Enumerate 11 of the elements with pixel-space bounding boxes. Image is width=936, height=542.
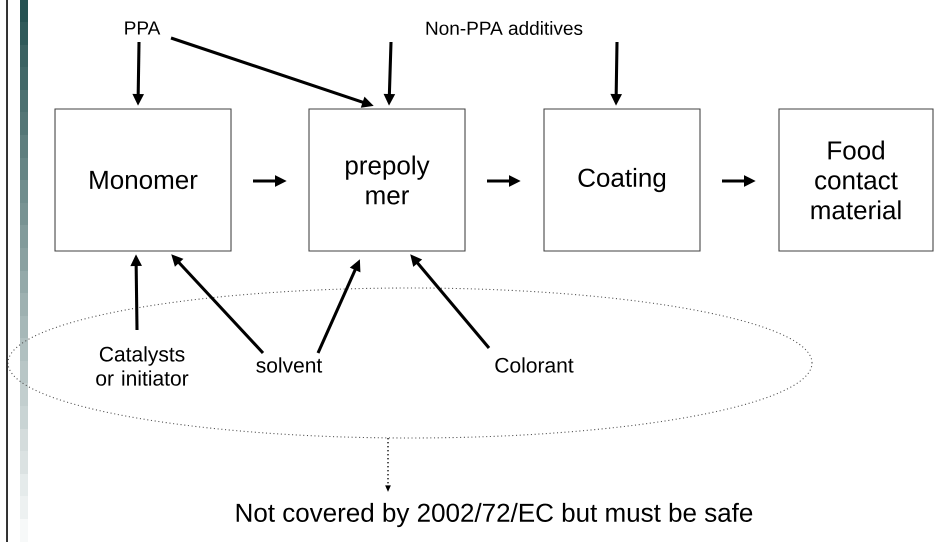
label-text: solvent (256, 357, 322, 373)
process-box: Monomer (54, 108, 232, 252)
label-text: PPA (125, 21, 160, 35)
process-box: Coating (543, 108, 701, 252)
label-text: Catalysts or initiator (96, 346, 188, 386)
label-text: Colorant (495, 357, 574, 373)
process-box: prepoly mer (308, 108, 466, 252)
process-box: Food contact material (778, 108, 934, 252)
label-text: Not covered by 2002/72/EC but must be safe (236, 502, 752, 528)
dotted-ellipse (7, 287, 813, 439)
label-text: Non-PPA additives (426, 21, 582, 35)
